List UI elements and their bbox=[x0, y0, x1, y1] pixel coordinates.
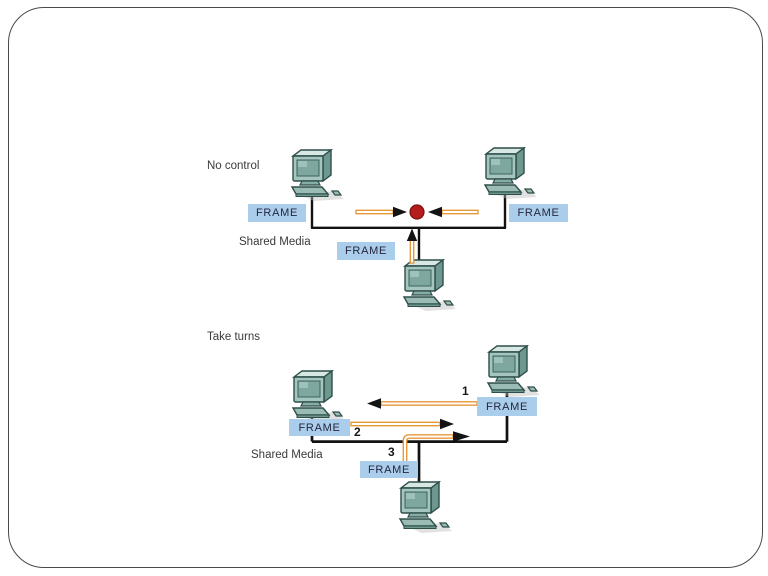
step-number-3: 3 bbox=[388, 445, 395, 459]
frame-label-box: FRAME bbox=[477, 397, 537, 416]
frame-up-arrow bbox=[406, 228, 418, 264]
bottom-shared-media-label: Shared Media bbox=[251, 449, 323, 461]
turn-arrow-2 bbox=[350, 418, 454, 430]
computer-icon bbox=[292, 370, 346, 423]
frame-label-box: FRAME bbox=[289, 419, 350, 436]
collision-arrow-left bbox=[355, 206, 407, 218]
top-shared-media-label: Shared Media bbox=[239, 236, 311, 248]
computer-icon bbox=[487, 345, 541, 398]
frame-label-box: FRAME bbox=[337, 242, 395, 260]
top-diagram-title: No control bbox=[207, 160, 260, 172]
bottom-diagram-title: Take turns bbox=[207, 331, 261, 343]
turn-arrow-3 bbox=[402, 431, 470, 464]
frame-label-box: FRAME bbox=[509, 204, 568, 222]
frame-label-box: FRAME bbox=[360, 461, 418, 478]
computer-icon bbox=[484, 147, 538, 200]
top-shared-media-bus bbox=[310, 193, 507, 266]
computer-icon bbox=[403, 259, 457, 312]
collision-arrow-right bbox=[428, 206, 479, 218]
collision-dot-icon bbox=[409, 204, 425, 220]
step-number-2: 2 bbox=[354, 425, 361, 439]
turn-arrow-1 bbox=[367, 398, 478, 409]
computer-icon bbox=[291, 149, 345, 202]
frame-label-box: FRAME bbox=[248, 204, 306, 222]
computer-icon bbox=[399, 481, 453, 534]
step-number-1: 1 bbox=[462, 384, 469, 398]
